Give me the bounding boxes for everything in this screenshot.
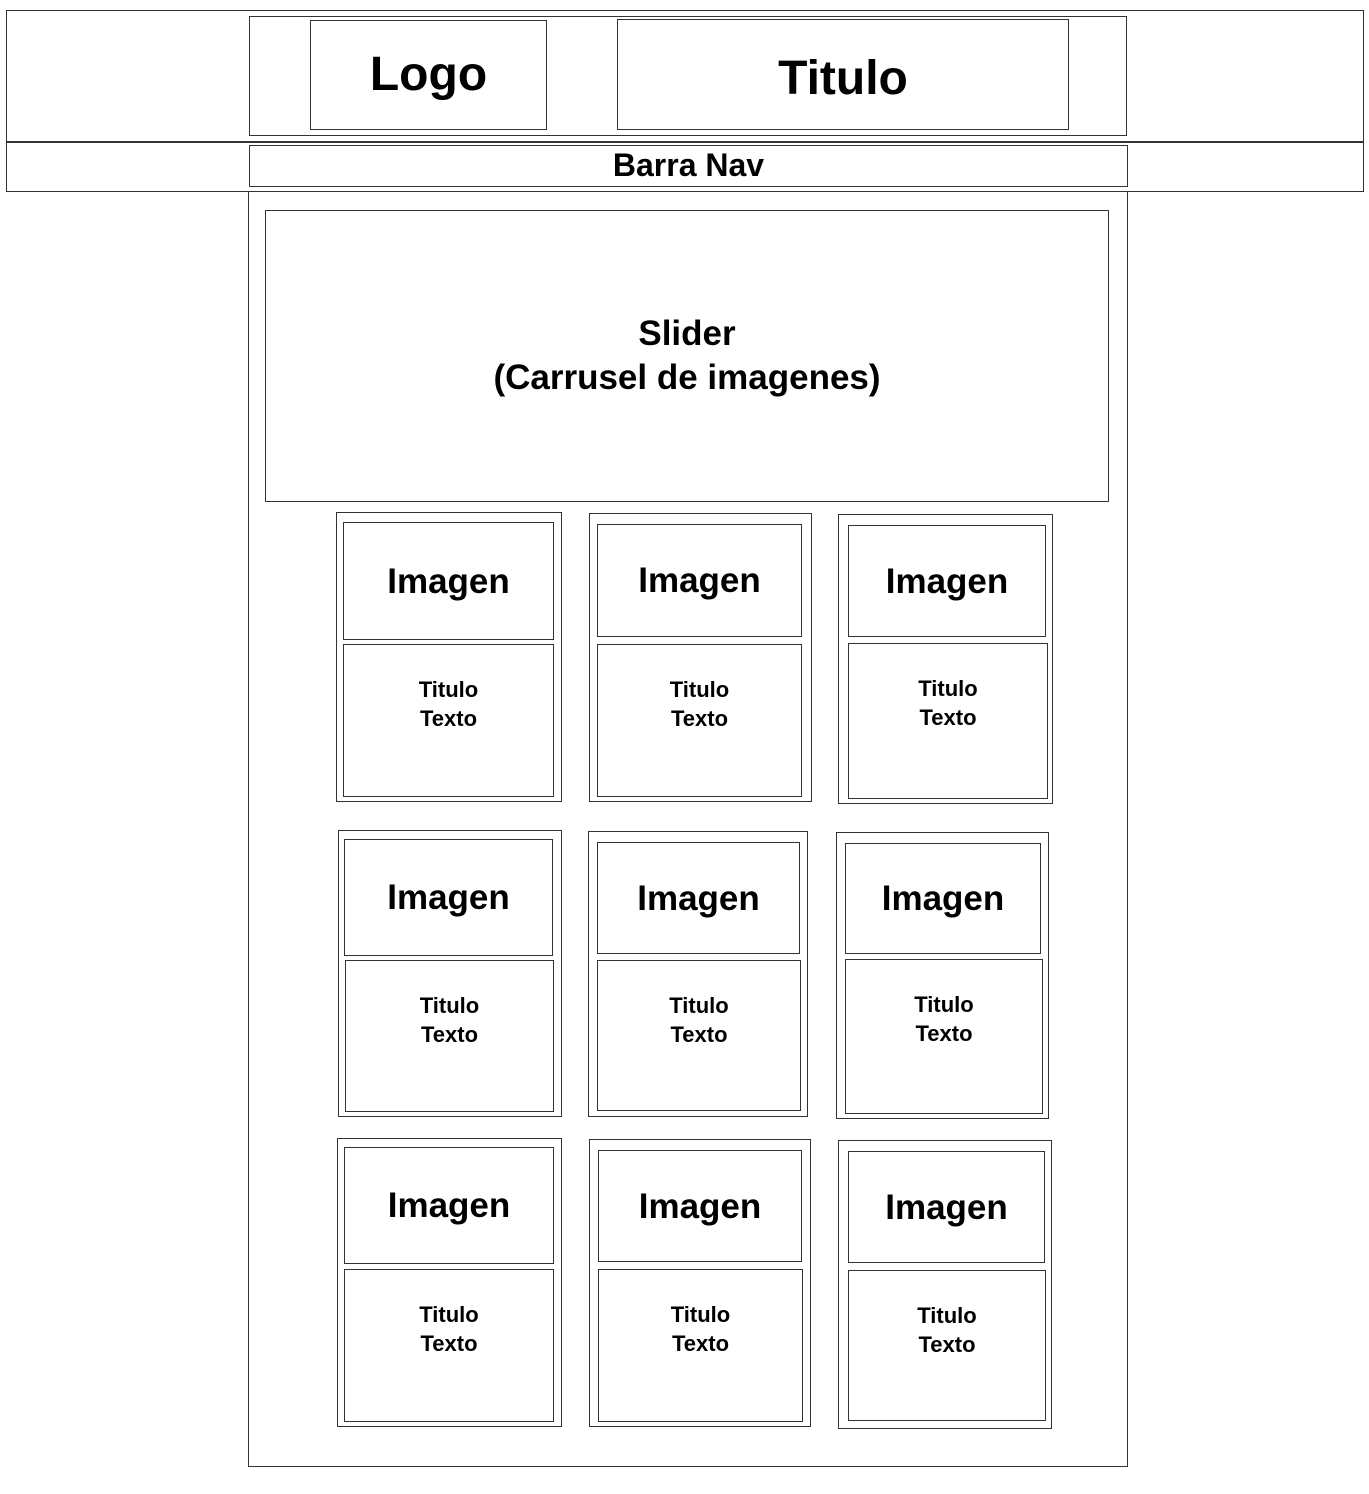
card-text: Texto <box>919 705 977 730</box>
card-title: Titulo <box>418 677 479 702</box>
content-card[interactable] <box>338 830 562 1117</box>
card-title: Titulo <box>918 676 978 701</box>
card-text: Texto <box>420 1022 479 1047</box>
content-card[interactable] <box>588 831 808 1117</box>
content-card[interactable] <box>838 1140 1052 1429</box>
card-image: Imagen <box>344 1147 554 1264</box>
page-title: Titulo <box>778 52 908 105</box>
content-card[interactable] <box>836 832 1049 1119</box>
content-card[interactable] <box>337 1138 562 1427</box>
card-title: Titulo <box>914 992 974 1017</box>
card-image-label: Imagen <box>638 1186 762 1226</box>
card-image-label: Imagen <box>885 561 1009 601</box>
card-title: Titulo <box>670 1302 731 1327</box>
card-image-label: Imagen <box>885 1187 1008 1227</box>
card-title: Titulo <box>669 993 729 1018</box>
card-image: Imagen <box>597 524 802 637</box>
card-image-label: Imagen <box>637 878 760 918</box>
slider-title: Slider <box>638 314 736 353</box>
card-text: Texto <box>420 1331 478 1356</box>
header-band <box>6 10 1364 142</box>
card-text: Texto <box>670 706 729 731</box>
slider-subtitle: (Carrusel de imagenes) <box>493 358 881 397</box>
card-text: Texto <box>671 1331 730 1356</box>
nav-label: Barra Nav <box>612 147 765 183</box>
card-text: Texto <box>918 1332 976 1357</box>
header-container <box>249 16 1127 136</box>
card-title: Titulo <box>917 1303 977 1328</box>
slider-label: Slider (Carrusel de imagenes) <box>265 312 1109 400</box>
content-card[interactable] <box>589 513 812 802</box>
main-container <box>248 192 1128 1467</box>
card-image: Imagen <box>344 839 553 956</box>
card-image: Imagen <box>848 525 1046 637</box>
title-box: Titulo <box>617 19 1069 130</box>
nav-band <box>6 142 1364 192</box>
card-image-label: Imagen <box>387 878 510 917</box>
card-image-label: Imagen <box>881 879 1005 918</box>
content-card[interactable] <box>336 512 562 802</box>
card-image: Imagen <box>598 1150 802 1262</box>
card-image-label: Imagen <box>638 561 761 600</box>
card-image-label: Imagen <box>387 561 510 601</box>
logo-label: Logo <box>369 48 488 101</box>
logo-box[interactable]: Logo <box>310 20 547 130</box>
image-slider[interactable] <box>265 210 1109 502</box>
card-text: Texto <box>670 1022 728 1047</box>
card-image: Imagen <box>343 522 554 640</box>
card-image-label: Imagen <box>387 1186 511 1225</box>
nav-bar[interactable]: Barra Nav <box>249 145 1128 187</box>
card-image: Imagen <box>845 843 1041 954</box>
card-image: Imagen <box>597 842 800 954</box>
card-title: Titulo <box>419 1302 479 1327</box>
card-title: Titulo <box>419 993 480 1018</box>
card-text: Texto <box>915 1021 973 1046</box>
card-image: Imagen <box>848 1151 1045 1263</box>
content-card[interactable] <box>838 514 1053 804</box>
card-title: Titulo <box>669 677 730 702</box>
content-card[interactable] <box>589 1139 811 1427</box>
card-text: Texto <box>419 706 478 731</box>
